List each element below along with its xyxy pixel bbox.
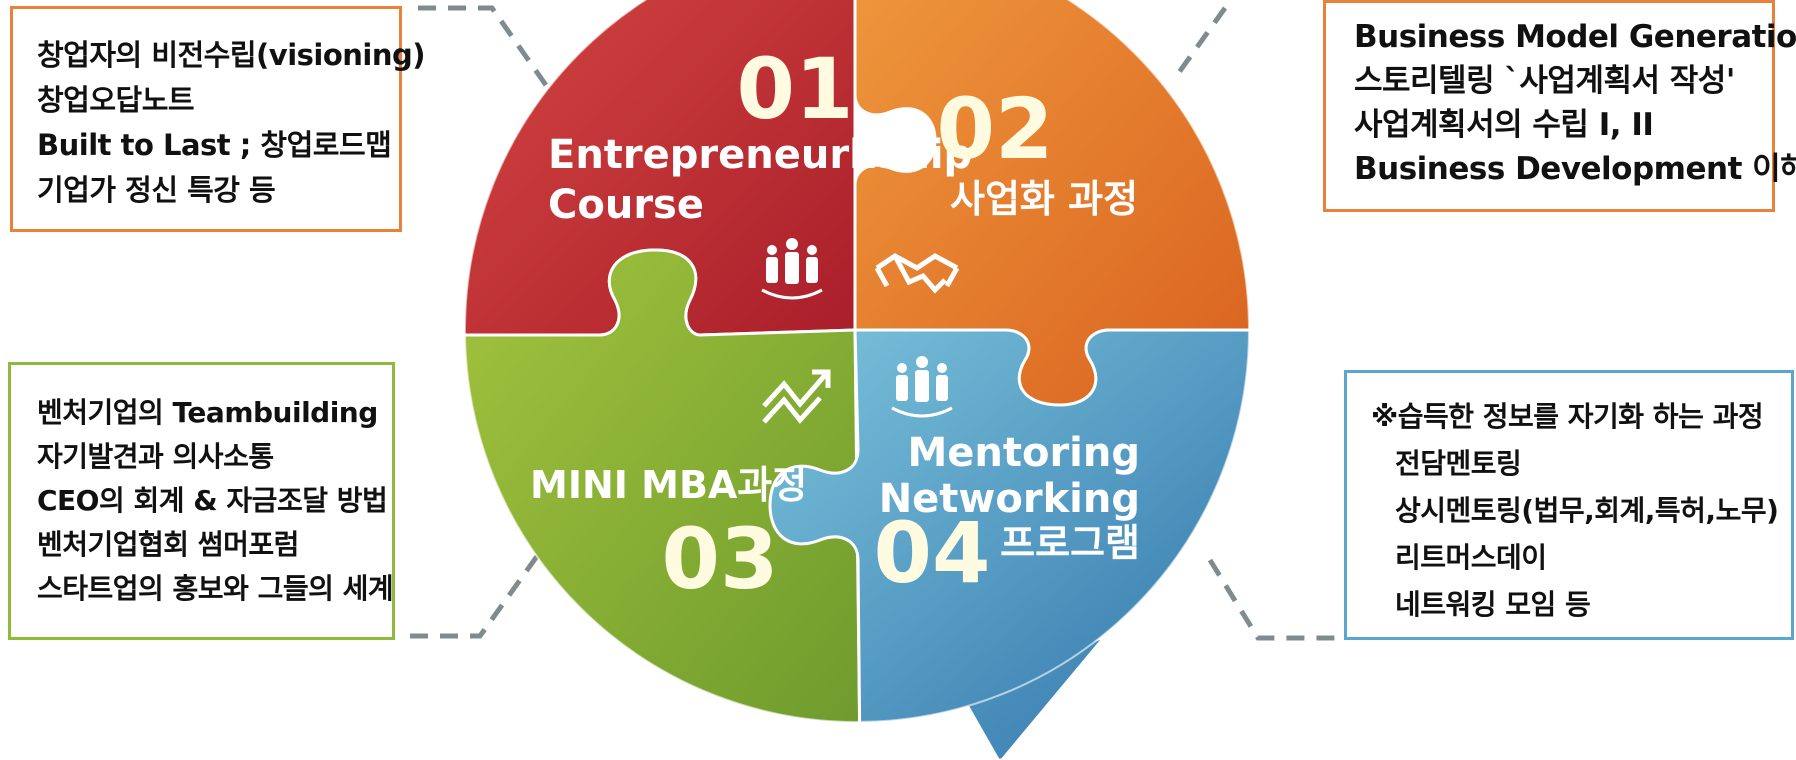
- piece-2-title: 사업화 과정: [950, 177, 1138, 221]
- info-box-commercialization: Business Model Generation 스토리텔링 `사업계획서 작…: [1323, 0, 1796, 212]
- box-line: Business Development 이해: [1354, 151, 1796, 187]
- piece-1-title-line1: Entrepreneurhship: [548, 132, 972, 178]
- piece-4-title-line3: 프로그램: [1000, 521, 1140, 565]
- box-line: CEO의 회계 & 자금조달 방법: [37, 484, 388, 517]
- box-line: 전담멘토링: [1395, 447, 1522, 480]
- info-box-entrepreneurship: 창업자의 비전수립(visioning) 창업오답노트 Built to Las…: [10, 6, 426, 232]
- piece-1-title-line2: Course: [548, 182, 704, 228]
- connector-1: [418, 5, 551, 90]
- info-box-mini-mba: 벤처기업의 Teambuilding 자기발견과 의사소통 CEO의 회계 & …: [8, 362, 395, 640]
- connector-4: [1207, 558, 1338, 641]
- piece-3-number: 03: [662, 510, 779, 608]
- box-line: 사업계획서의 수립 I, II: [1354, 107, 1654, 143]
- piece-2-number: 02: [937, 80, 1054, 178]
- box-line: 자기발견과 의사소통: [37, 440, 274, 473]
- box-line: 기업가 정신 특강 등: [37, 173, 276, 207]
- box-line: 창업오답노트: [37, 83, 195, 117]
- handshake-icon: [874, 253, 960, 294]
- box-line: Built to Last ; 창업로드맵: [37, 128, 392, 162]
- box-line: Business Model Generation: [1354, 19, 1796, 55]
- box-line: 네트워킹 모임 등: [1395, 588, 1591, 621]
- piece-4-number: 04: [874, 504, 991, 602]
- piece-4-title-line1: Mentoring: [907, 430, 1140, 476]
- team-icon: [761, 238, 823, 300]
- connector-2: [1172, 6, 1228, 80]
- team-icon: [891, 356, 953, 418]
- box-line: 창업자의 비전수립(visioning): [37, 38, 426, 72]
- box-line: 리트머스데이: [1395, 541, 1547, 574]
- box-line: 스토리텔링 `사업계획서 작성': [1354, 63, 1735, 99]
- box-line: 스타트업의 홍보와 그들의 세계: [37, 572, 394, 605]
- box-line: 벤처기업의 Teambuilding: [37, 396, 378, 429]
- box-line: ※습득한 정보를 자기화 하는 과정: [1371, 400, 1764, 433]
- box-line: 상시멘토링(법무,회계,특허,노무): [1395, 494, 1779, 527]
- connector-lines: [410, 5, 1338, 641]
- piece-1-number: 01: [737, 40, 854, 138]
- piece-3-title: MINI MBA과정: [530, 463, 807, 507]
- piece-4-title-line2: Networking: [879, 476, 1140, 522]
- box-line: 벤처기업협회 썸머포럼: [37, 528, 299, 561]
- info-box-mentoring: ※습득한 정보를 자기화 하는 과정 전담멘토링 상시멘토링(법무,회계,특허,…: [1344, 370, 1794, 640]
- connector-3: [410, 550, 543, 639]
- growth-chart-icon: [762, 369, 831, 424]
